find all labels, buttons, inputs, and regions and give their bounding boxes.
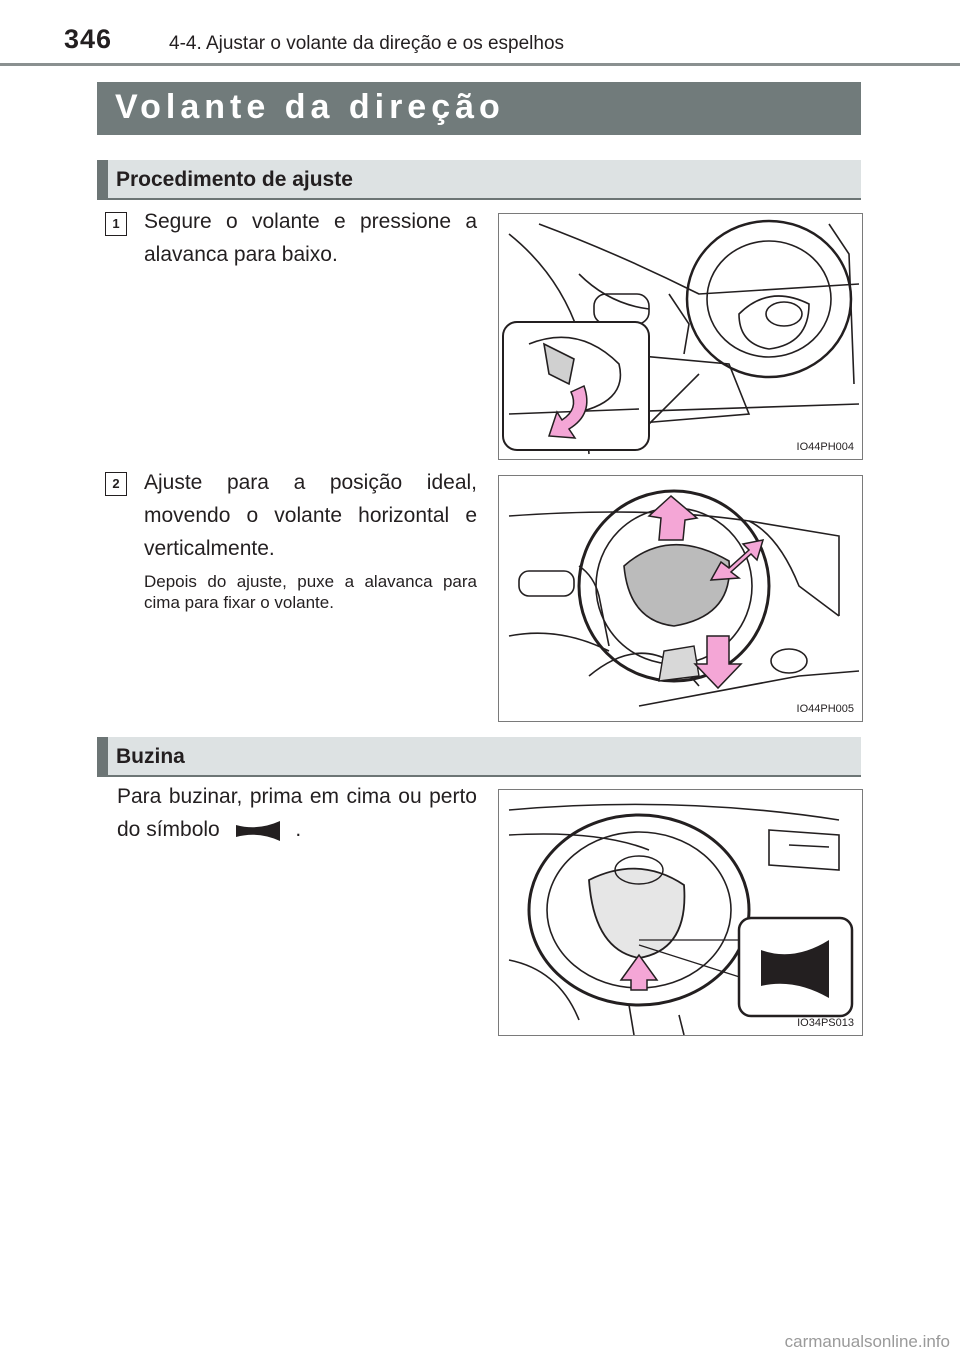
illustration-lever bbox=[502, 219, 860, 455]
figure-code: IO44PH004 bbox=[796, 441, 854, 453]
section-title-horn: Buzina bbox=[116, 745, 185, 768]
horn-text-after: . bbox=[295, 818, 302, 841]
running-title: 4-4. Ajustar o volante da direção e os e… bbox=[169, 33, 565, 54]
figure-code: IO44PH005 bbox=[796, 703, 854, 715]
figure-code: IO34PS013 bbox=[797, 1017, 854, 1029]
figure-wheel-position: IO44PH005 bbox=[498, 475, 863, 722]
horn-text-before: Para buzinar, prima em cima ou perto do … bbox=[117, 785, 477, 841]
step-badge-1: 1 bbox=[105, 212, 127, 236]
page-number: 346 bbox=[64, 24, 113, 54]
header-rule bbox=[0, 63, 960, 66]
title-band bbox=[97, 82, 861, 135]
illustration-wheel-adjust bbox=[508, 489, 860, 707]
section-header-horn: Buzina bbox=[97, 737, 861, 777]
section-title-adjust: Procedimento de ajuste bbox=[116, 168, 353, 191]
footer-watermark: carmanualsonline.info bbox=[784, 1332, 950, 1351]
figure-horn: IO34PS013 bbox=[498, 789, 863, 1036]
page-title: Volante da direção bbox=[115, 88, 505, 126]
figure-lever-release: IO44PH004 bbox=[498, 213, 863, 460]
step-2-note: Depois do ajuste, puxe a alavanca para c… bbox=[144, 572, 477, 612]
step-2-text: Ajuste para a posição ideal, movendo o v… bbox=[144, 471, 477, 560]
step-badge-2: 2 bbox=[105, 472, 127, 496]
section-header-adjust: Procedimento de ajuste bbox=[97, 160, 861, 200]
horn-symbol-icon bbox=[230, 817, 286, 843]
step-1-text: Segure o volante e pressione a alavanca … bbox=[144, 210, 477, 266]
illustration-horn bbox=[508, 803, 854, 1035]
section-marker bbox=[97, 160, 108, 200]
section-marker bbox=[97, 737, 108, 777]
horn-text: Para buzinar, prima em cima ou perto do … bbox=[117, 780, 477, 846]
